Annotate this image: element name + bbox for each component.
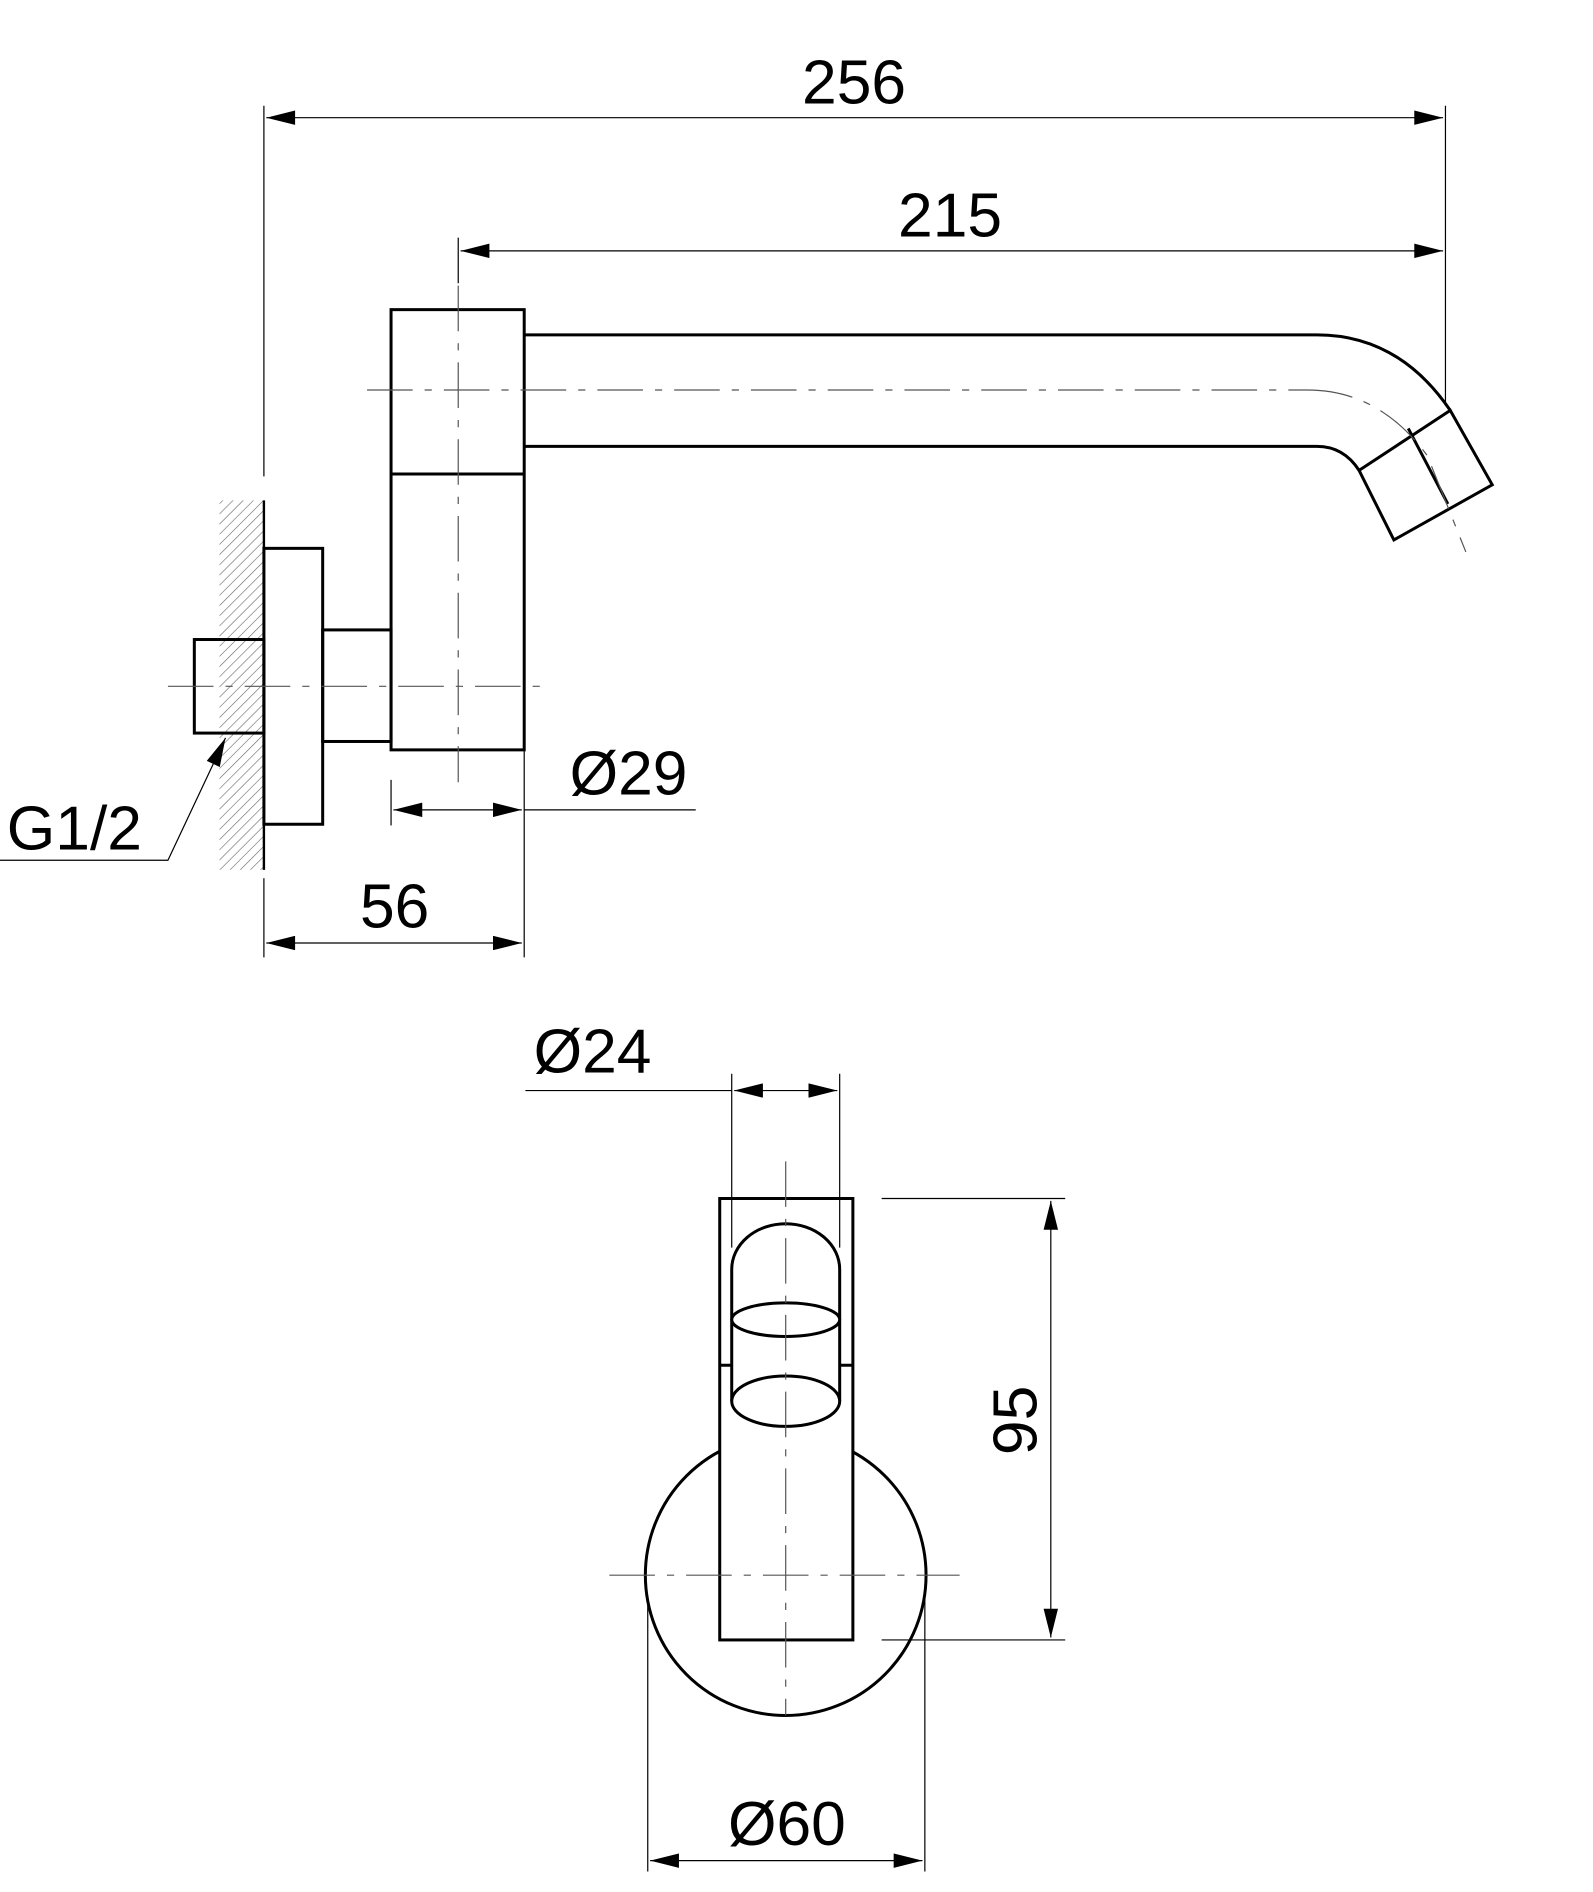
dim-label-256: 256: [802, 48, 906, 117]
dimension-labels: 256 215 Ø29 56 G1/2 Ø24 95 Ø60: [7, 48, 1051, 1859]
spout: [524, 333, 1495, 543]
front-center-lines: [609, 1161, 960, 1716]
front-extension-lines: [647, 1073, 1066, 1872]
thread-label: G1/2: [7, 794, 142, 863]
side-view: [0, 105, 1495, 958]
wall: [219, 500, 266, 870]
dim-label-56: 56: [360, 872, 429, 941]
thread-leader: [0, 737, 227, 861]
extension-lines: [263, 105, 1447, 958]
center-lines: [167, 285, 1467, 783]
front-view: [525, 1073, 1066, 1872]
dim-label-diameter-60: Ø60: [728, 1790, 846, 1859]
dim-label-diameter-24: Ø24: [534, 1018, 652, 1087]
dim-label-95: 95: [981, 1386, 1050, 1455]
dimension-lines: [0, 110, 1444, 951]
front-dimension-lines: [525, 1083, 1059, 1868]
dim-label-diameter-29: Ø29: [570, 739, 688, 808]
dim-label-215: 215: [898, 181, 1002, 250]
